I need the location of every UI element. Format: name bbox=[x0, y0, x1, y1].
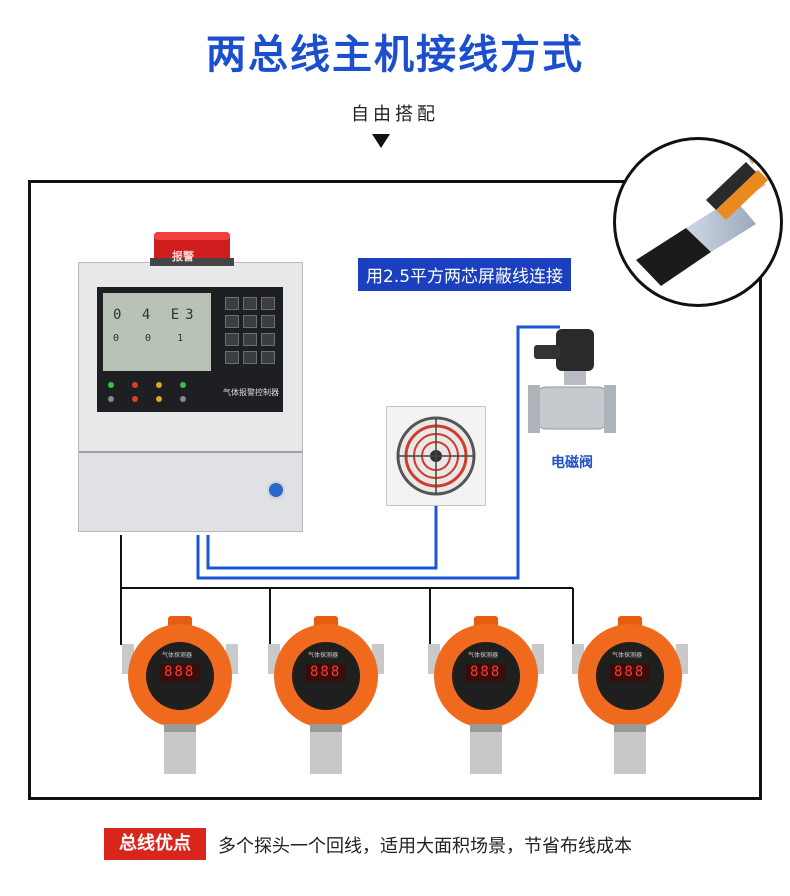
valve-icon bbox=[528, 329, 616, 433]
lcd-readout-top: 0 4 E3 bbox=[113, 307, 200, 323]
alarm-lamp-text: 报警 bbox=[172, 250, 194, 263]
alarm-lamp-icon bbox=[150, 232, 234, 266]
diagram-frame bbox=[28, 180, 762, 800]
keypad-key bbox=[261, 315, 275, 328]
detector-display: 888 bbox=[310, 664, 342, 680]
keypad-key bbox=[243, 351, 257, 364]
lcd-display: 0 4 E3 0 0 1 bbox=[103, 293, 211, 371]
keypad-key bbox=[243, 315, 257, 328]
controller-panel: 0 4 E3 0 0 1 气体报警控制器 bbox=[97, 287, 283, 412]
gas-detector-icon bbox=[428, 616, 544, 774]
key-lock-icon bbox=[267, 481, 285, 499]
detector-brand: 气体探测器 bbox=[308, 652, 339, 659]
detector-display: 888 bbox=[164, 664, 196, 680]
down-arrow-icon bbox=[372, 134, 390, 148]
exhaust-fan bbox=[386, 406, 486, 506]
gas-detector: 888 气体探测器 bbox=[572, 612, 688, 777]
keypad bbox=[223, 297, 277, 367]
gas-detector: 888 气体探测器 bbox=[122, 612, 238, 777]
status-leds bbox=[108, 382, 186, 402]
shielded-cable-icon bbox=[636, 148, 779, 286]
detector-display: 888 bbox=[470, 664, 502, 680]
keypad-key bbox=[225, 315, 239, 328]
alarm-controller: 0 4 E3 0 0 1 气体报警控制器 bbox=[78, 262, 303, 532]
gas-detector: 888 气体探测器 bbox=[428, 612, 544, 777]
cable-inset bbox=[613, 137, 783, 307]
advantage-badge: 总线优点 bbox=[104, 828, 206, 860]
keypad-key bbox=[243, 333, 257, 346]
gas-detector: 888 气体探测器 bbox=[268, 612, 384, 777]
solenoid-valve bbox=[528, 325, 616, 450]
gas-detector-icon bbox=[572, 616, 688, 774]
subtitle: 自由搭配 bbox=[351, 104, 439, 125]
gas-detector-icon bbox=[122, 616, 238, 774]
controller-name: 气体报警控制器 bbox=[223, 388, 279, 397]
detector-brand: 气体探测器 bbox=[162, 652, 193, 659]
fan-icon bbox=[396, 416, 476, 496]
keypad-key bbox=[261, 297, 275, 310]
keypad-key bbox=[225, 333, 239, 346]
detector-display: 888 bbox=[614, 664, 646, 680]
keypad-key bbox=[261, 351, 275, 364]
gas-detector-icon bbox=[268, 616, 384, 774]
detector-brand: 气体探测器 bbox=[612, 652, 643, 659]
advantage-text: 多个探头一个回线，适用大面积场景，节省布线成本 bbox=[218, 836, 632, 857]
lcd-readout-bottom: 0 0 1 bbox=[113, 333, 194, 344]
page-title: 两总线主机接线方式 bbox=[206, 32, 584, 78]
keypad-key bbox=[225, 351, 239, 364]
detector-brand: 气体探测器 bbox=[468, 652, 499, 659]
keypad-key bbox=[261, 333, 275, 346]
valve-label: 电磁阀 bbox=[551, 455, 593, 471]
keypad-key bbox=[225, 297, 239, 310]
wire-spec-label: 用2.5平方两芯屏蔽线连接 bbox=[358, 258, 572, 291]
keypad-key bbox=[243, 297, 257, 310]
